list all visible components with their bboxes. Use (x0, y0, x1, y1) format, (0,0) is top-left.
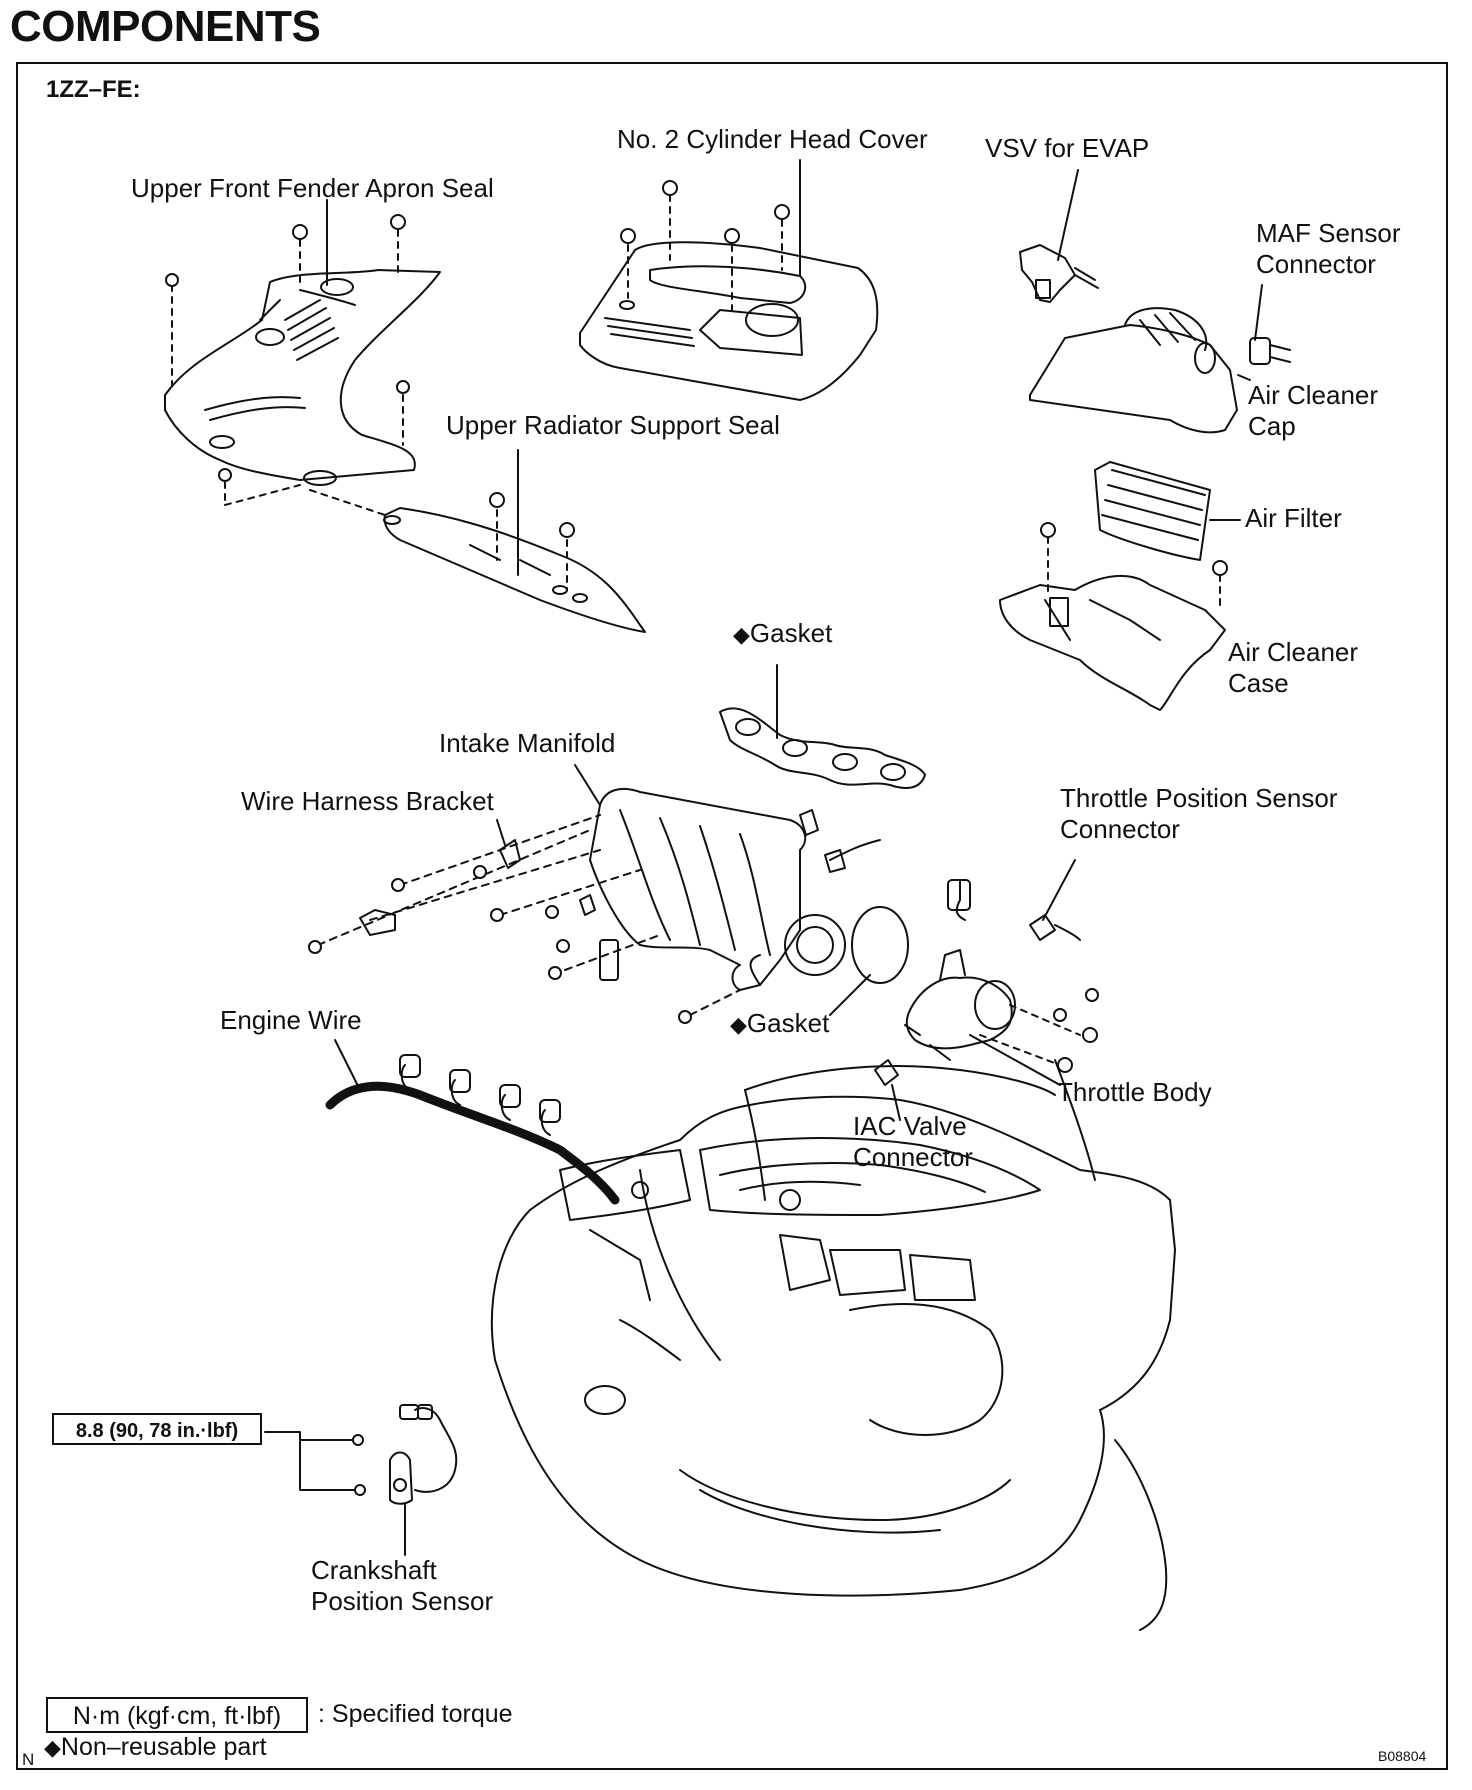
label-throttle-body: Throttle Body (1057, 1077, 1212, 1107)
label-air-cleaner-cap-line1: Air Cleaner (1248, 380, 1379, 410)
fender-clip-heads (165, 214, 410, 482)
air-cleaner-cap-part (1029, 307, 1238, 434)
air-cleaner-case-part (999, 574, 1226, 711)
vsv-evap-part (1019, 244, 1099, 303)
engine-wire-part (325, 1054, 620, 1205)
label-crank-line1: Crankshaft (311, 1555, 437, 1585)
label-fender-apron-seal: Upper Front Fender Apron Seal (131, 173, 494, 203)
torque-spec-box: 8.8 (90, 78 in.·lbf) (52, 1413, 262, 1445)
intake-manifold-part (589, 787, 846, 991)
legend-non-reusable: ◆Non–reusable part (44, 1733, 267, 1761)
diamond-icon: ◆ (733, 622, 750, 647)
label-maf-line1: MAF Sensor (1256, 218, 1401, 248)
diagram-frame (16, 62, 1448, 1770)
engine-code-label: 1ZZ–FE: (46, 76, 141, 103)
maf-connector-part (1249, 337, 1291, 365)
label-air-filter: Air Filter (1245, 503, 1342, 533)
label-iac-line2: Connector (853, 1142, 973, 1172)
label-intake-manifold: Intake Manifold (439, 728, 616, 758)
label-wire-harness-bracket: Wire Harness Bracket (241, 786, 494, 816)
footer-left-code: N (22, 1750, 35, 1769)
crankshaft-sensor-part (389, 1404, 458, 1505)
intake-gasket-part (719, 707, 926, 789)
legend-unit-desc: : Specified torque (318, 1700, 513, 1728)
label-radiator-support-seal: Upper Radiator Support Seal (446, 410, 780, 440)
label-air-cleaner-case-line1: Air Cleaner (1228, 637, 1359, 667)
label-tps-line2: Connector (1060, 814, 1180, 844)
label-vsv-evap: VSV for EVAP (985, 133, 1150, 163)
figure-code: B08804 (1378, 1748, 1427, 1764)
label-gasket-top: ◆Gasket (733, 618, 833, 648)
page-title: COMPONENTS (10, 2, 321, 51)
label-cylinder-head-cover: No. 2 Cylinder Head Cover (617, 124, 928, 154)
label-crank-line2: Position Sensor (311, 1586, 494, 1616)
car-body-drawing (490, 1059, 1176, 1631)
radiator-support-seal-part (383, 507, 646, 633)
throttle-body-part (904, 949, 1016, 1061)
diamond-icon: ◆ (44, 1735, 61, 1760)
legend-unit-box: N·m (kgf·cm, ft·lbf) (46, 1697, 308, 1733)
label-iac-line1: IAC Valve (853, 1111, 967, 1141)
throttle-gasket-part (851, 906, 909, 984)
manifold-bolts (317, 814, 741, 1016)
label-air-cleaner-cap-line2: Cap (1248, 411, 1296, 441)
label-air-cleaner-case-line2: Case (1228, 668, 1289, 698)
fender-apron-seal-part (164, 269, 441, 486)
label-maf-line2: Connector (1256, 249, 1376, 279)
diamond-icon: ◆ (730, 1012, 747, 1037)
head-cover-bolts (627, 194, 783, 313)
cylinder-head-cover-part (579, 241, 879, 401)
label-gasket-bottom: ◆Gasket (730, 1008, 830, 1038)
air-filter-part (1094, 461, 1211, 561)
label-tps-line1: Throttle Position Sensor (1060, 783, 1338, 813)
fender-apron-clips (171, 229, 404, 516)
label-engine-wire: Engine Wire (220, 1005, 362, 1035)
